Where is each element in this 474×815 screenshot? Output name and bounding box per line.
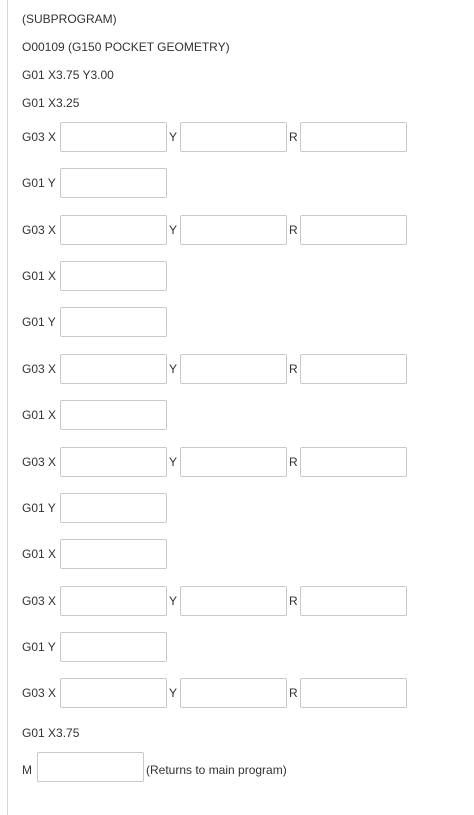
code-line-g01-x-y: G01 X3.75 Y3.00: [22, 68, 114, 82]
row-code-label: G03 X: [22, 455, 57, 469]
r-value-input[interactable]: [300, 122, 407, 152]
y-value-input[interactable]: [180, 447, 287, 477]
row-code-label: G01 Y: [22, 315, 56, 329]
m-code-input[interactable]: [37, 752, 144, 782]
left-border: [7, 0, 8, 815]
x-value-input[interactable]: [60, 447, 167, 477]
row-code-label: G01 X: [22, 408, 57, 422]
row-code-label: G01 Y: [22, 501, 56, 515]
x-value-input[interactable]: [60, 678, 167, 708]
row-code-label: G03 X: [22, 594, 57, 608]
coordinate-value-input[interactable]: [60, 539, 167, 569]
y-value-input[interactable]: [180, 586, 287, 616]
return-note: (Returns to main program): [146, 763, 287, 777]
row-code-label: G03 X: [22, 686, 57, 700]
y-label: Y: [169, 223, 178, 237]
r-label: R: [289, 594, 298, 608]
r-label: R: [289, 686, 298, 700]
x-value-input[interactable]: [60, 354, 167, 384]
row-code-label: G01 Y: [22, 176, 56, 190]
row-code-label: G01 X: [22, 547, 57, 561]
row-code-label: G03 X: [22, 130, 57, 144]
y-value-input[interactable]: [180, 122, 287, 152]
row-code-label: G03 X: [22, 223, 57, 237]
y-value-input[interactable]: [180, 354, 287, 384]
r-label: R: [289, 455, 298, 469]
x-value-input[interactable]: [60, 122, 167, 152]
program-number-line: O00109 (G150 POCKET GEOMETRY): [22, 40, 230, 54]
r-value-input[interactable]: [300, 586, 407, 616]
r-label: R: [289, 223, 298, 237]
coordinate-value-input[interactable]: [60, 307, 167, 337]
r-value-input[interactable]: [300, 215, 407, 245]
code-line-final: G01 X3.75: [22, 726, 80, 740]
code-line-g01-x: G01 X3.25: [22, 96, 80, 110]
coordinate-value-input[interactable]: [60, 261, 167, 291]
y-label: Y: [169, 455, 178, 469]
coordinate-value-input[interactable]: [60, 168, 167, 198]
coordinate-value-input[interactable]: [60, 632, 167, 662]
y-label: Y: [169, 686, 178, 700]
x-value-input[interactable]: [60, 586, 167, 616]
y-label: Y: [169, 594, 178, 608]
y-label: Y: [169, 362, 178, 376]
m-code-label: M: [22, 763, 32, 777]
r-label: R: [289, 362, 298, 376]
row-code-label: G03 X: [22, 362, 57, 376]
y-value-input[interactable]: [180, 215, 287, 245]
r-value-input[interactable]: [300, 447, 407, 477]
row-code-label: G01 Y: [22, 640, 56, 654]
coordinate-value-input[interactable]: [60, 493, 167, 523]
r-value-input[interactable]: [300, 678, 407, 708]
x-value-input[interactable]: [60, 215, 167, 245]
coordinate-value-input[interactable]: [60, 400, 167, 430]
row-code-label: G01 X: [22, 269, 57, 283]
r-label: R: [289, 130, 298, 144]
r-value-input[interactable]: [300, 354, 407, 384]
y-label: Y: [169, 130, 178, 144]
subprogram-label: (SUBPROGRAM): [22, 12, 117, 26]
y-value-input[interactable]: [180, 678, 287, 708]
